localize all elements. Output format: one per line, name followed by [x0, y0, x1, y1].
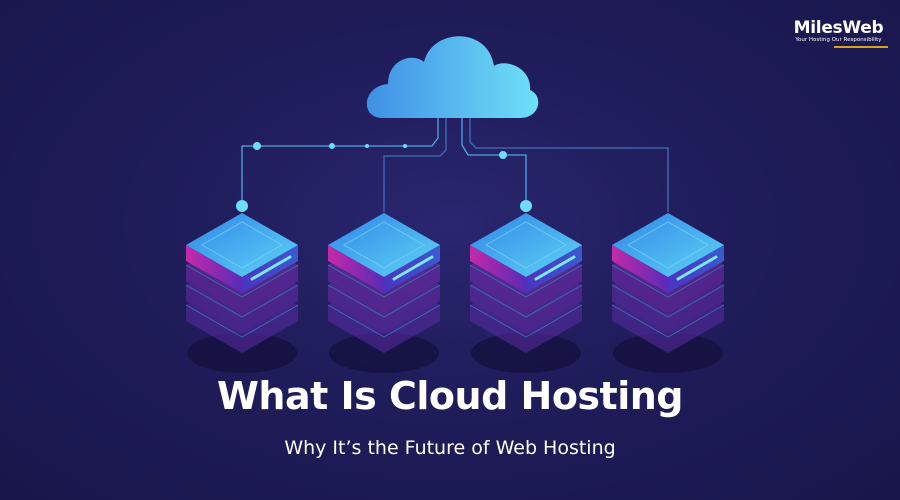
brand-logo[interactable]: MilesWeb Your Hosting Our Responsibility — [786, 19, 891, 48]
page-subtitle: Why It’s the Future of Web Hosting — [284, 437, 616, 459]
network-nodes — [236, 142, 532, 212]
network-lines — [241, 118, 669, 212]
server-stack-icon — [468, 211, 584, 375]
brand-name: MilesWeb — [793, 18, 884, 38]
brand-tagline: Your Hosting Our Responsibility — [795, 37, 882, 43]
brand-underline — [834, 46, 888, 48]
cloud-icon — [366, 36, 539, 118]
server-stack-icon — [184, 211, 300, 375]
server-stack-icon — [326, 211, 442, 375]
server-stack-icon — [610, 211, 726, 375]
page-title: What Is Cloud Hosting — [217, 374, 683, 418]
